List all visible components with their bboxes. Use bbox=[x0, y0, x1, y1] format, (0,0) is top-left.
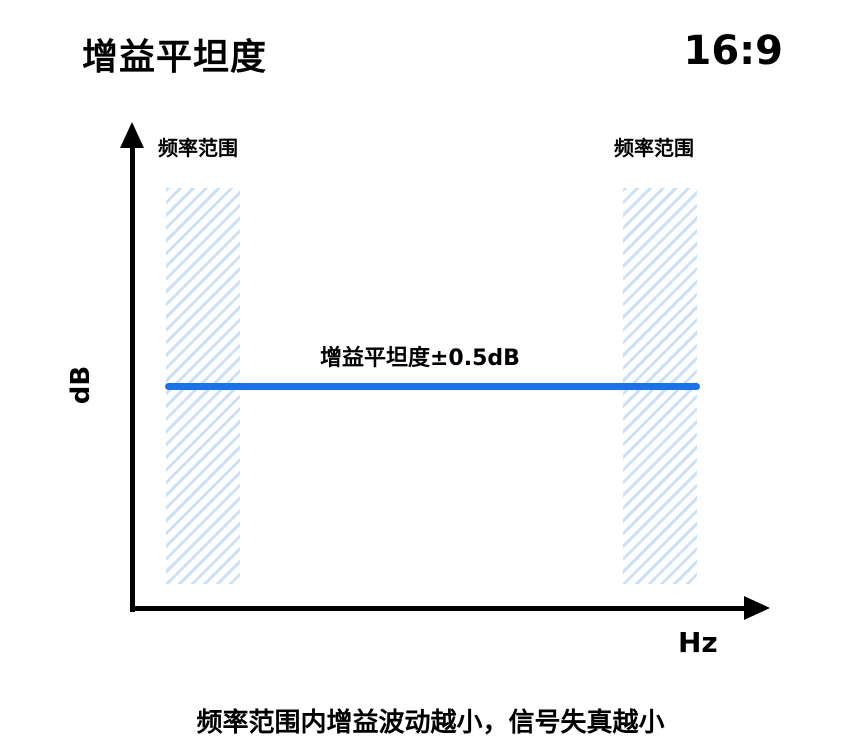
y-axis bbox=[130, 140, 135, 612]
arrow-up-icon bbox=[120, 122, 144, 148]
aspect-ratio-label: 16:9 bbox=[683, 28, 784, 74]
band-label-right: 频率范围 bbox=[614, 136, 694, 160]
page-title: 增益平坦度 bbox=[82, 37, 268, 78]
y-axis-label: dB bbox=[66, 365, 97, 405]
band-label-left: 频率范围 bbox=[158, 136, 238, 160]
arrow-right-icon bbox=[744, 596, 770, 620]
gain-line-label: 增益平坦度±0.5dB bbox=[320, 346, 520, 371]
x-axis bbox=[130, 606, 750, 611]
caption: 频率范围内增益波动越小，信号失真越小 bbox=[196, 708, 665, 738]
gain-flatness-line bbox=[165, 383, 700, 390]
x-axis-label: Hz bbox=[678, 626, 718, 659]
